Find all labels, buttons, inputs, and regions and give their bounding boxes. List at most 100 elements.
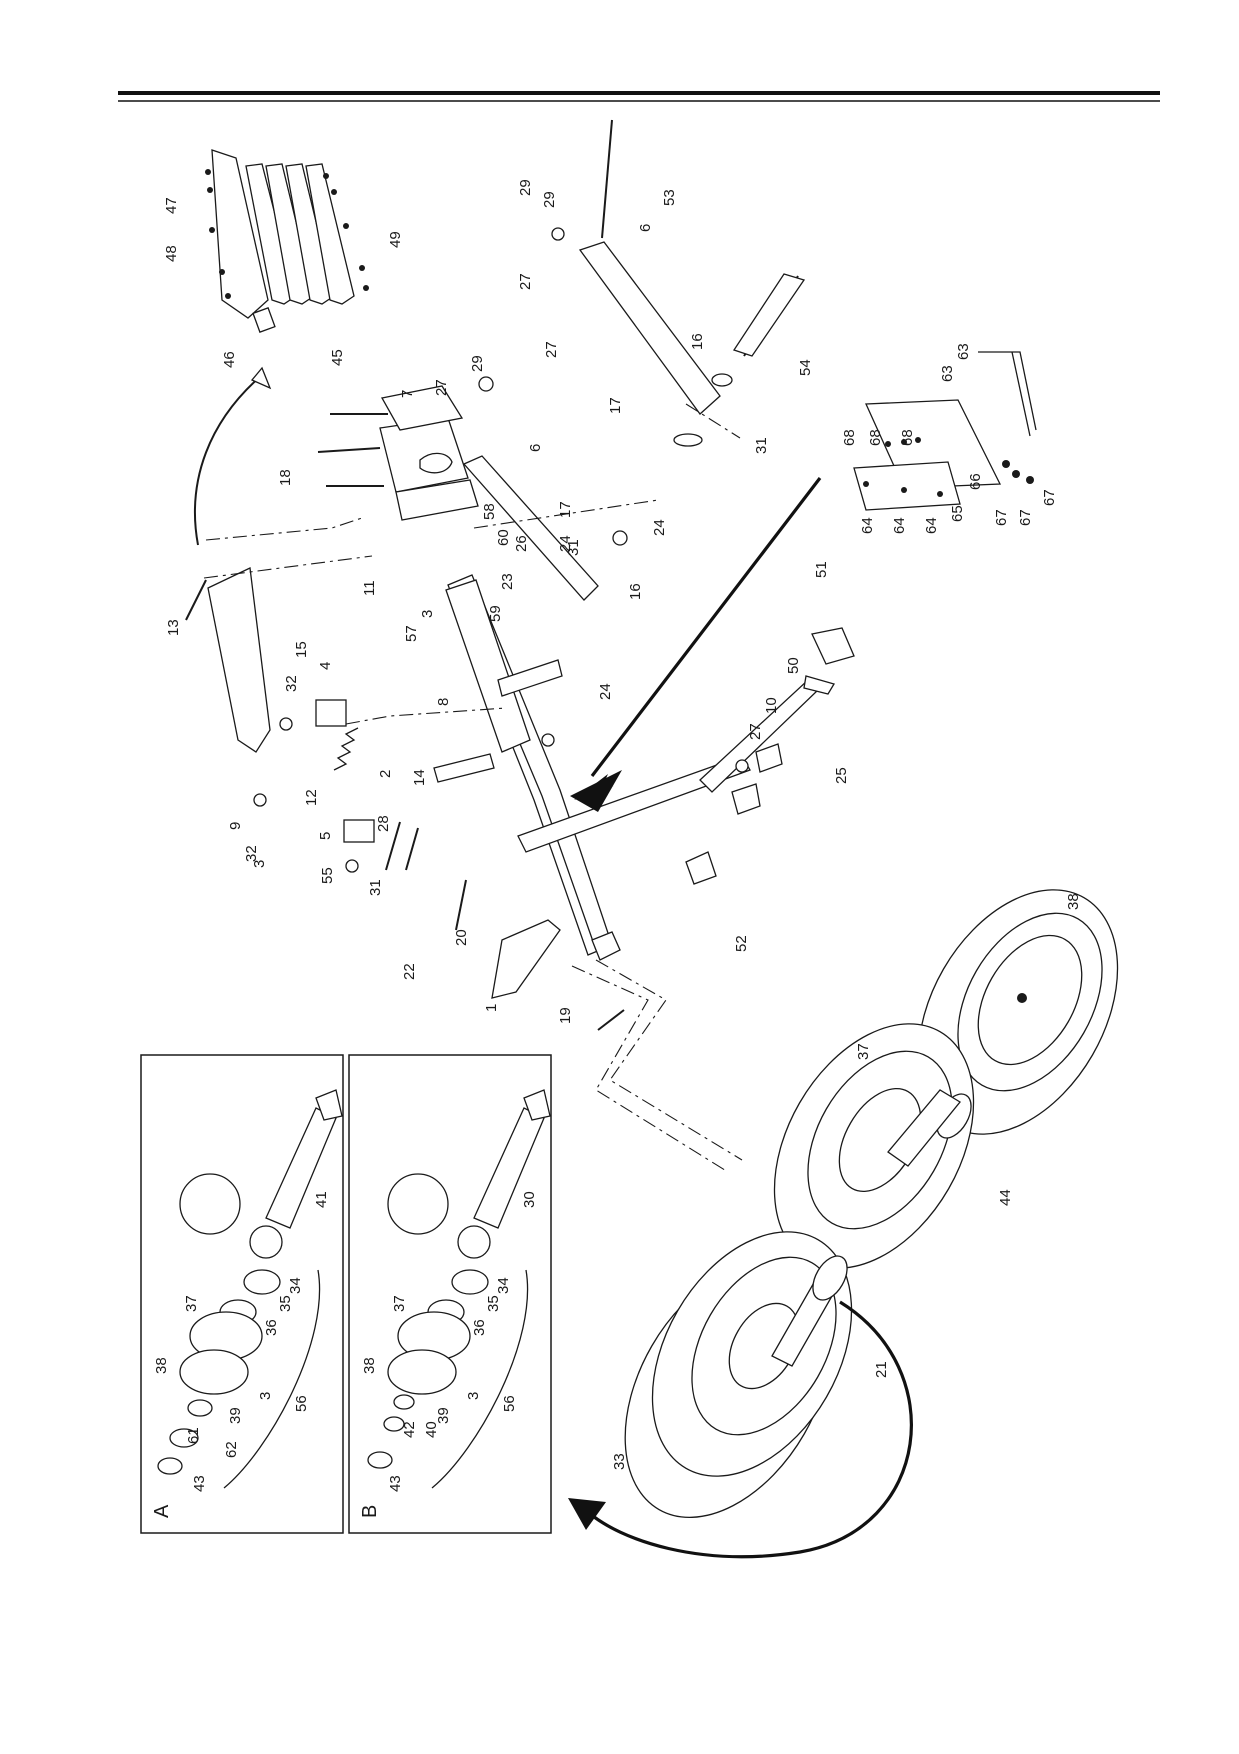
wheel-middle <box>773 1023 975 1269</box>
part-label: 37 <box>391 1295 408 1312</box>
part-label: 61 <box>185 1427 202 1444</box>
part-label: 38 <box>153 1357 170 1374</box>
inset-a-letter: A <box>151 1504 173 1518</box>
part-label: 50 <box>785 657 802 674</box>
inset-b-letter: B <box>359 1505 381 1518</box>
part-label: 45 <box>329 349 346 366</box>
part-label: 16 <box>689 333 706 350</box>
assembly-arrow-plates <box>194 374 263 546</box>
part-label: 1 <box>483 1004 500 1012</box>
part-label: 32 <box>283 675 300 692</box>
part-label: 55 <box>319 867 336 884</box>
part-label: 37 <box>183 1295 200 1312</box>
part-label: 67 <box>1017 509 1034 526</box>
wheel-lower-left <box>624 1231 853 1519</box>
inset-a-labels: 41 34 35 36 37 38 39 61 62 43 3 56 <box>153 1191 330 1492</box>
part-label: 36 <box>263 1319 280 1336</box>
part-label: 19 <box>557 1007 574 1024</box>
part-label: 27 <box>543 341 560 358</box>
part-label: 40 <box>423 1421 440 1438</box>
part-label: 32 <box>243 845 260 862</box>
part-label: 59 <box>487 605 504 622</box>
part-label: 30 <box>521 1191 538 1208</box>
part-label: 37 <box>855 1043 872 1060</box>
part-label: 39 <box>435 1407 452 1424</box>
part-label: 3 <box>465 1392 482 1400</box>
part-label: 66 <box>967 473 984 490</box>
part-label: 8 <box>435 698 452 706</box>
part-label: 17 <box>607 397 624 414</box>
part-label: 3 <box>251 860 268 868</box>
direction-arrow <box>590 477 822 777</box>
part-label: 34 <box>495 1277 512 1294</box>
part-label: 56 <box>293 1395 310 1412</box>
part-label: 27 <box>433 379 450 396</box>
part-label: 46 <box>221 351 238 368</box>
part-label: 64 <box>923 517 940 534</box>
part-label: 29 <box>517 179 534 196</box>
part-label: 34 <box>287 1277 304 1294</box>
part-label: 56 <box>501 1395 518 1412</box>
part-label: 64 <box>891 517 908 534</box>
inset-b-labels: 30 34 35 36 37 38 39 40 42 43 3 56 <box>361 1191 538 1492</box>
arrowhead-plates-icon <box>250 366 272 390</box>
part-label: 14 <box>411 769 428 786</box>
part-label: 17 <box>557 501 574 518</box>
part-label: 20 <box>453 929 470 946</box>
part-label: 35 <box>277 1295 294 1312</box>
part-label: 24 <box>557 535 574 552</box>
part-label: 25 <box>833 767 850 784</box>
part-label: 52 <box>733 935 750 952</box>
part-label: 9 <box>227 822 244 830</box>
part-label: 28 <box>375 815 392 832</box>
part-label: 48 <box>163 245 180 262</box>
part-label: 49 <box>387 231 404 248</box>
part-label: 68 <box>841 429 858 446</box>
part-label: 31 <box>753 437 770 454</box>
part-label: 64 <box>859 517 876 534</box>
part-label: 7 <box>399 390 416 398</box>
part-label: 13 <box>165 619 182 636</box>
wheel-return-arrowhead-icon <box>568 1498 606 1530</box>
part-label: 5 <box>317 832 334 840</box>
part-label: 42 <box>401 1421 418 1438</box>
main-frame <box>185 119 1053 1031</box>
part-label: 68 <box>867 429 884 446</box>
part-label: 18 <box>277 469 294 486</box>
part-label: 58 <box>481 503 498 520</box>
part-label: 43 <box>387 1475 404 1492</box>
part-label: 67 <box>1041 489 1058 506</box>
part-label: 6 <box>637 224 654 232</box>
part-label: 3 <box>419 610 436 618</box>
part-label: 21 <box>873 1361 890 1378</box>
wheel-return-arrow <box>586 1300 913 1559</box>
part-label: 54 <box>797 359 814 376</box>
part-label: 36 <box>471 1319 488 1336</box>
inset-a <box>140 1054 344 1534</box>
part-label: 63 <box>939 365 956 382</box>
deflector-plates <box>205 149 369 333</box>
part-label: 67 <box>993 509 1010 526</box>
part-label: 31 <box>367 879 384 896</box>
header-rule <box>118 91 1160 102</box>
part-label: 26 <box>513 535 530 552</box>
part-label: 35 <box>485 1295 502 1312</box>
part-label: 29 <box>469 355 486 372</box>
part-label: 10 <box>763 697 780 714</box>
part-label: 60 <box>495 529 512 546</box>
main-part-labels: 1 2 3 3 4 5 6 6 7 8 9 10 11 12 13 14 15 … <box>163 179 1082 1470</box>
part-label: 4 <box>317 662 334 670</box>
part-label: 29 <box>541 191 558 208</box>
part-label: 38 <box>361 1357 378 1374</box>
part-label: 51 <box>813 561 830 578</box>
part-label: 38 <box>1065 893 1082 910</box>
alignment-lines <box>203 403 743 1173</box>
part-label: 57 <box>403 625 420 642</box>
part-label: 44 <box>997 1189 1014 1206</box>
part-label: 11 <box>361 580 378 596</box>
inset-b <box>348 1054 552 1534</box>
part-label: 24 <box>651 519 668 536</box>
part-label: 2 <box>377 770 394 778</box>
part-label: 68 <box>899 429 916 446</box>
